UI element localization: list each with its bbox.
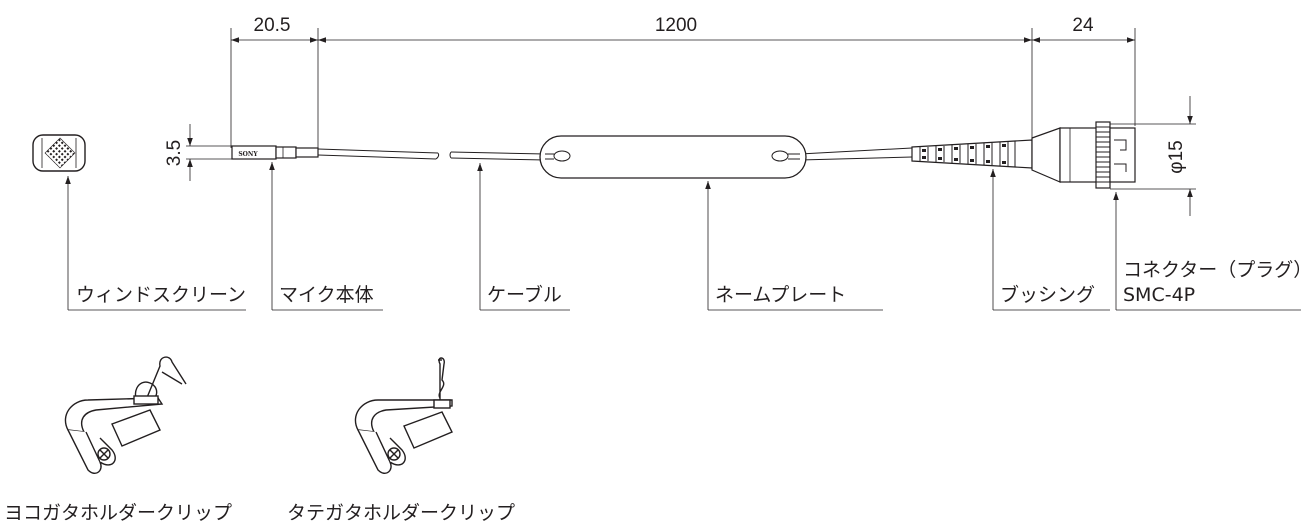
vertical-clip-drawing bbox=[354, 357, 453, 474]
dimension-lines: 20.5 1200 24 3.5 φ15 bbox=[164, 15, 1196, 216]
cable-drawing bbox=[317, 147, 913, 161]
horizontal-clip-drawing bbox=[64, 356, 187, 474]
nameplate-drawing bbox=[539, 135, 807, 179]
horizontal-clip-label: ヨコガタホルダークリップ bbox=[4, 502, 232, 524]
connector-label: コネクター（プラグ） bbox=[1123, 259, 1301, 281]
dimension-3-5: 3.5 bbox=[164, 140, 185, 166]
vertical-clip-label: タテガタホルダークリップ bbox=[287, 502, 515, 524]
nameplate-label: ネームプレート bbox=[715, 284, 846, 306]
dimension-phi15: φ15 bbox=[1166, 140, 1187, 173]
sony-logo: SONY bbox=[238, 151, 258, 158]
dimension-20-5: 20.5 bbox=[254, 15, 291, 36]
mic-body-label: マイク本体 bbox=[279, 284, 374, 306]
mic-body-drawing: SONY bbox=[231, 145, 319, 160]
leader-lines bbox=[65, 162, 1301, 311]
dimension-1200: 1200 bbox=[655, 15, 697, 36]
bushing-drawing bbox=[911, 139, 1033, 169]
connector-model-label: SMC-4P bbox=[1123, 284, 1195, 306]
connector-drawing bbox=[1031, 121, 1136, 189]
bushing-label: ブッシング bbox=[1000, 283, 1095, 306]
windscreen-label: ウィンドスクリーン bbox=[76, 284, 246, 306]
windscreen-drawing bbox=[32, 134, 86, 172]
cable-label: ケーブル bbox=[487, 283, 562, 306]
dimension-24: 24 bbox=[1072, 15, 1094, 36]
